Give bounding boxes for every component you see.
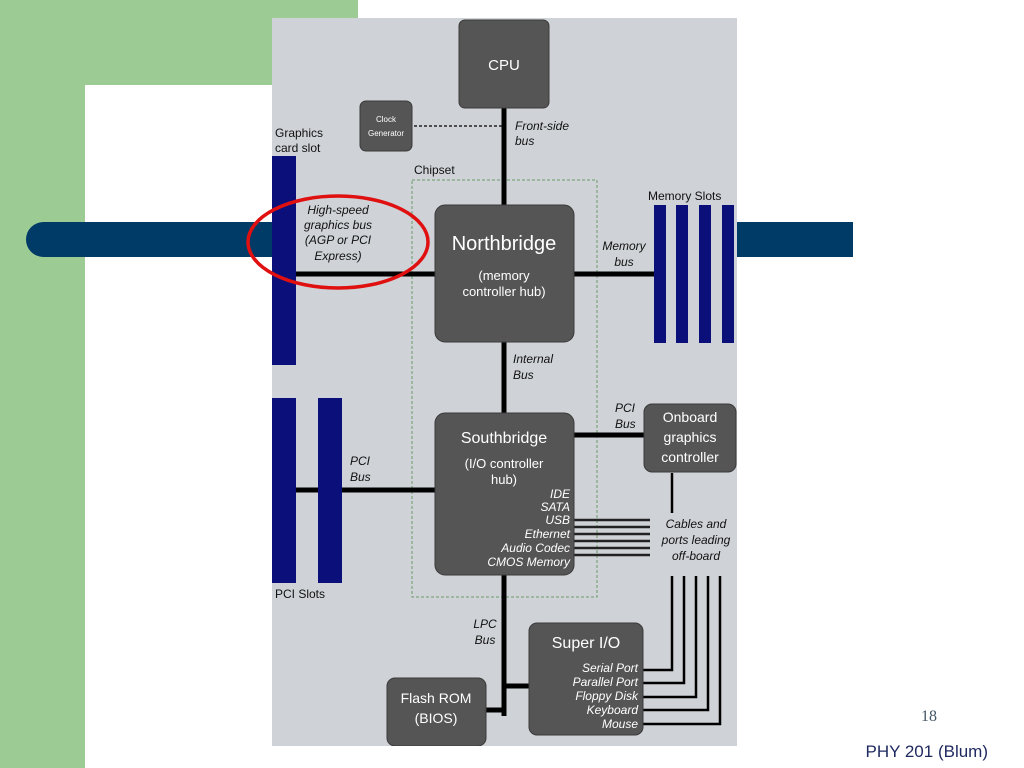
clock-generator-block — [359, 100, 413, 152]
svg-text:(memory: (memory — [478, 268, 530, 283]
super-io-block — [528, 622, 644, 736]
southbridge-label: Southbridge — [461, 430, 547, 447]
svg-text:Bus: Bus — [475, 633, 496, 647]
internal-bus-label: Internal — [513, 352, 553, 366]
svg-text:bus: bus — [614, 255, 633, 269]
memory-slots-label: Memory Slots — [648, 189, 721, 203]
northbridge-label: Northbridge — [452, 233, 557, 255]
white-content-area — [85, 85, 285, 768]
svg-text:Serial Port: Serial Port — [582, 661, 639, 675]
chipset-label: Chipset — [414, 163, 455, 177]
svg-text:Bus: Bus — [513, 368, 534, 382]
pci-bus-right-label: PCI — [615, 401, 636, 415]
highlight-ellipse — [246, 194, 430, 290]
memory-slot-3 — [699, 205, 711, 343]
green-side-band — [0, 0, 85, 768]
cpu-block — [458, 19, 550, 109]
svg-text:Express): Express) — [314, 249, 361, 263]
svg-text:(BIOS): (BIOS) — [415, 710, 458, 726]
svg-text:graphics: graphics — [664, 429, 717, 445]
memory-slot-4 — [722, 205, 734, 343]
svg-text:Bus: Bus — [615, 417, 636, 431]
svg-text:ports leading: ports leading — [661, 533, 731, 547]
front-side-bus-label: Front-side — [515, 119, 569, 133]
southbridge-block — [434, 412, 575, 576]
graphics-card-slot-label: Graphics — [275, 126, 323, 140]
pci-bus-left-label: PCI — [350, 454, 371, 468]
pci-slot-2 — [318, 398, 342, 583]
footer-text: PHY 201 (Blum) — [865, 742, 988, 761]
svg-text:SATA: SATA — [540, 500, 570, 514]
svg-text:(I/O controller: (I/O controller — [465, 456, 544, 471]
cpu-label: CPU — [488, 57, 520, 74]
high-speed-bus-label: High-speed — [307, 203, 369, 217]
svg-text:IDE: IDE — [550, 487, 571, 501]
svg-text:graphics bus: graphics bus — [304, 218, 372, 232]
svg-text:bus: bus — [515, 134, 534, 148]
svg-text:hub): hub) — [491, 472, 517, 487]
chipset-diagram: CPU Clock Generator Northbridge (memory … — [272, 18, 737, 747]
svg-text:Mouse: Mouse — [602, 717, 638, 731]
northbridge-block — [434, 204, 575, 343]
svg-text:USB: USB — [545, 513, 570, 527]
svg-text:Bus: Bus — [350, 470, 371, 484]
onboard-graphics-block — [643, 403, 737, 473]
memory-bus-label: Memory — [602, 239, 646, 253]
cables-label: Cables and — [666, 517, 727, 531]
flash-rom-label: Flash ROM — [401, 690, 472, 706]
super-io-label: Super I/O — [552, 635, 620, 652]
svg-text:Keyboard: Keyboard — [587, 703, 639, 717]
graphics-card-slot — [272, 156, 296, 365]
slide-number: 18 — [921, 708, 937, 725]
memory-slot-1 — [654, 205, 666, 343]
lpc-bus-label: LPC — [473, 617, 497, 631]
svg-text:Audio Codec: Audio Codec — [500, 541, 570, 555]
clock-generator-label: Clock — [376, 115, 397, 124]
svg-text:CMOS Memory: CMOS Memory — [487, 555, 571, 569]
navy-bar-right — [736, 222, 853, 257]
svg-text:Parallel Port: Parallel Port — [573, 675, 639, 689]
pci-slots-label: PCI Slots — [275, 587, 325, 601]
memory-slot-2 — [676, 205, 688, 343]
svg-text:card slot: card slot — [275, 141, 321, 155]
pci-slot-1 — [272, 398, 296, 583]
svg-text:off-board: off-board — [672, 549, 720, 563]
svg-text:controller hub): controller hub) — [462, 284, 545, 299]
svg-text:(AGP or PCI: (AGP or PCI — [305, 233, 372, 247]
svg-text:Generator: Generator — [368, 129, 404, 138]
svg-text:Ethernet: Ethernet — [525, 527, 571, 541]
svg-text:controller: controller — [661, 449, 719, 465]
onboard-graphics-label: Onboard — [663, 409, 717, 425]
navy-bar-left — [26, 222, 276, 257]
svg-text:Floppy Disk: Floppy Disk — [575, 689, 639, 703]
